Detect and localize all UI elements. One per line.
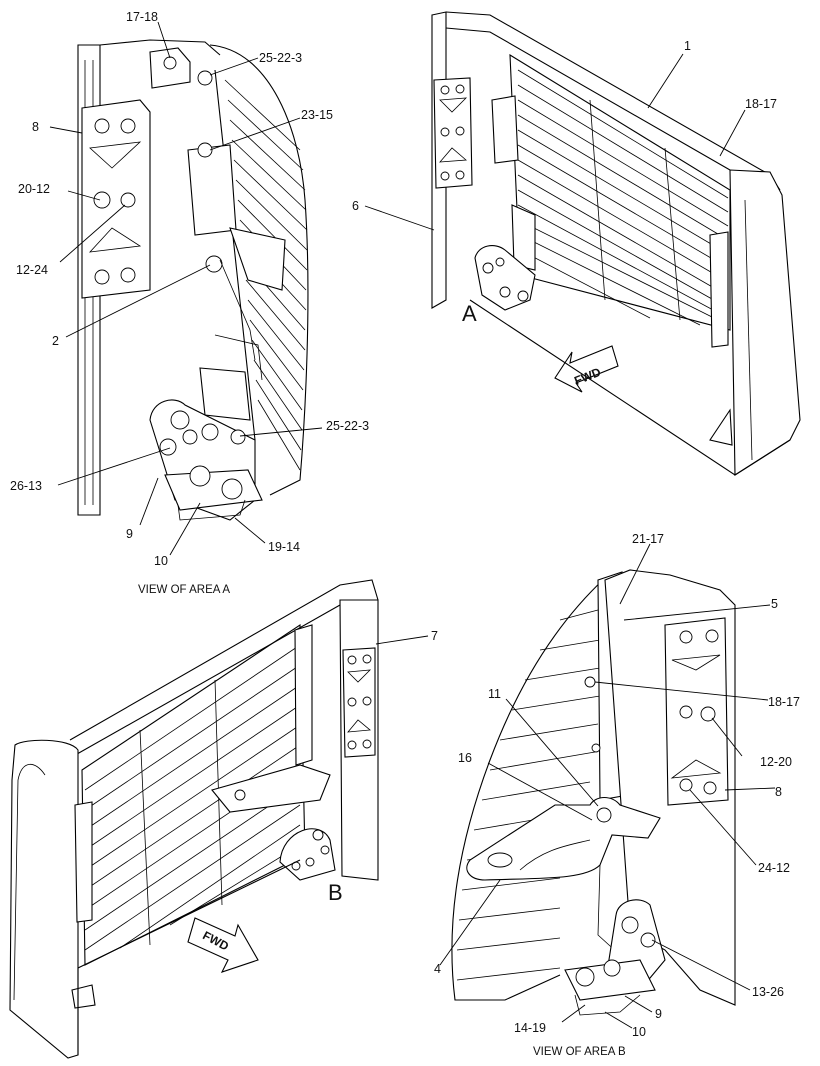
callout-2: 2 [52,334,59,348]
caption-view-area-a: VIEW OF AREA A [138,584,230,596]
callout-18-17-b: 18-17 [768,695,800,709]
view-area-a: 17-18 25-22-3 8 23-15 20-12 12-24 2 25-2… [10,10,369,596]
callout-17-18: 17-18 [126,10,158,24]
callout-18-17-front: 18-17 [745,97,777,111]
caption-view-area-b: VIEW OF AREA B [533,1046,626,1058]
callout-16: 16 [458,751,472,765]
callout-8-b: 8 [775,785,782,799]
callout-14-19: 14-19 [514,1021,546,1035]
callout-20-12: 20-12 [18,182,50,196]
view-area-b: 21-17 5 18-17 11 16 12-20 8 24-12 4 13-2… [434,532,800,1058]
fwd-arrow-icon-front: FWD [554,345,619,393]
callout-1: 1 [684,39,691,53]
callout-9-b: 9 [655,1007,662,1021]
callout-23-15: 23-15 [301,108,333,122]
overview-front: FWD A 1 18-17 6 [352,11,801,476]
callout-6: 6 [352,199,359,213]
callout-25-22-3-top: 25-22-3 [259,51,302,65]
callout-7: 7 [431,629,438,643]
callout-9-a: 9 [126,527,133,541]
callout-4: 4 [434,962,441,976]
callout-12-20: 12-20 [760,755,792,769]
callout-13-26: 13-26 [752,985,784,999]
area-marker-b: B [328,880,343,905]
callout-11: 11 [488,687,501,701]
callout-19-14: 19-14 [268,540,300,554]
callout-24-12: 24-12 [758,861,790,875]
callout-26-13: 26-13 [10,479,42,493]
area-marker-a: A [462,301,477,326]
callout-5: 5 [771,597,778,611]
fwd-arrow-icon-rear: FWD [187,917,259,973]
callout-8-a: 8 [32,120,39,134]
callout-10-a: 10 [154,554,168,568]
callout-21-17: 21-17 [632,532,664,546]
callout-25-22-3-bottom: 25-22-3 [326,419,369,433]
callout-10-b: 10 [632,1025,646,1039]
callout-12-24: 12-24 [16,263,48,277]
overview-rear: FWD B 7 [9,579,438,1059]
